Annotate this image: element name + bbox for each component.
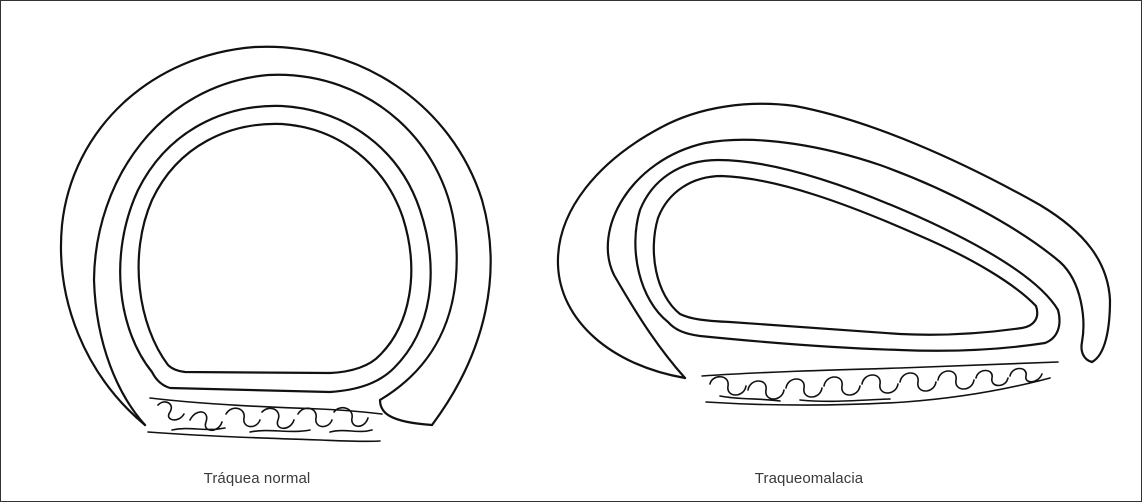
malacia-lumen — [654, 176, 1037, 335]
normal-trachea-drawing — [61, 47, 491, 442]
normal-posterior-wall-bottom — [148, 432, 380, 441]
normal-posterior-wall-top — [150, 398, 382, 414]
normal-lumen — [139, 124, 412, 373]
caption-normal-trachea: Tráquea normal — [204, 470, 311, 487]
malacia-cartilage-inner-edge — [608, 140, 1092, 378]
tracheomalacia-drawing — [558, 104, 1110, 405]
malacia-cartilage-outer-edge — [558, 104, 1110, 378]
malacia-posterior-wall-top — [702, 362, 1058, 376]
malacia-posterior-wall-bottom — [706, 378, 1050, 405]
caption-tracheomalacia: Traqueomalacia — [755, 470, 863, 487]
malacia-mucosa-outer — [635, 160, 1059, 351]
